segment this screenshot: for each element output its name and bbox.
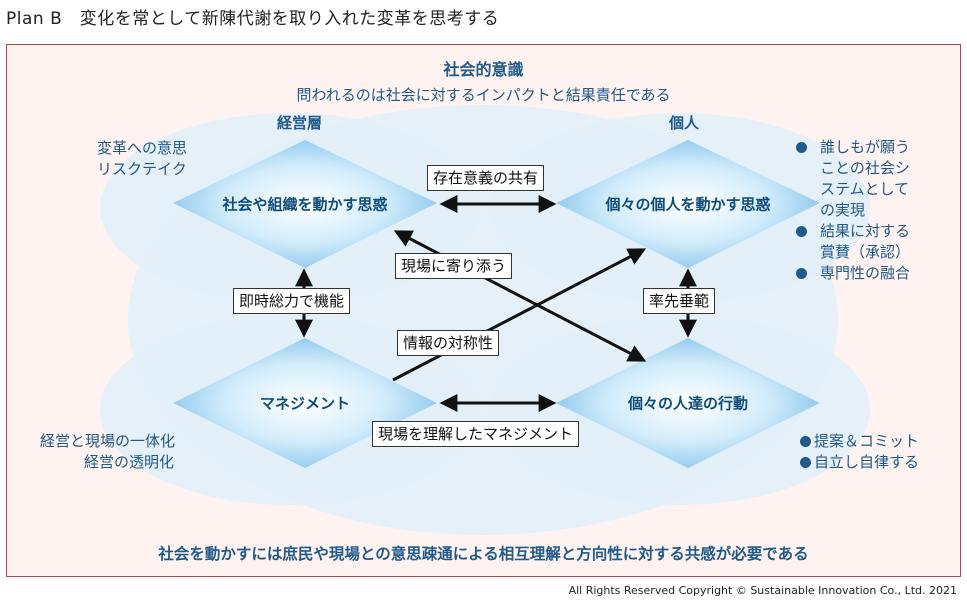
connector-label-diag-down: 現場に寄り添う bbox=[395, 253, 513, 279]
left-bottom-note: 経営の透明化 bbox=[84, 453, 175, 471]
connector-label-top: 存在意義の共有 bbox=[427, 165, 545, 191]
left-top-note: 変革への意思 bbox=[97, 139, 188, 157]
diamond-label-bottom-left: マネジメント bbox=[259, 394, 351, 413]
bullet-dot-icon bbox=[800, 436, 811, 447]
diamond-top-left bbox=[173, 140, 437, 268]
column-label-left: 経営層 bbox=[277, 114, 323, 132]
connector-label-bottom: 現場を理解したマネジメント bbox=[372, 421, 580, 447]
header-title: 社会的意識 bbox=[443, 60, 524, 79]
bullet-dot-icon bbox=[796, 268, 807, 279]
page-title: Plan B 変化を常として新陳代謝を取り入れた変革を思考する bbox=[6, 9, 500, 29]
left-top-note: リスクテイク bbox=[97, 160, 187, 178]
bullet-item: 提案＆コミット bbox=[800, 431, 919, 452]
bullet-item: 誰しもが願う ことの社会シ ステムとして の実現 bbox=[792, 137, 910, 221]
connector-label-right: 率先垂範 bbox=[643, 288, 716, 314]
left-top-notes: 変革への意思 リスクテイク bbox=[97, 138, 187, 180]
header-subtitle: 問われるのは社会に対するインパクトと結果責任である bbox=[296, 86, 671, 104]
connector-label-diag-up: 情報の対称性 bbox=[397, 330, 500, 356]
connector-label-left: 即時総力で機能 bbox=[233, 288, 351, 314]
bullet-item: 結果に対する 賞賛（承認） bbox=[792, 221, 910, 263]
right-top-bullets: 誰しもが願う ことの社会シ ステムとして の実現 結果に対する 賞賛（承認） 専… bbox=[792, 137, 910, 284]
left-bottom-notes: 経営と現場の一体化 経営の透明化 bbox=[40, 431, 175, 473]
bullet-item: 専門性の融合 bbox=[792, 263, 910, 284]
diamond-top-right bbox=[556, 140, 820, 268]
diamond-label-bottom-right: 個々の人達の行動 bbox=[627, 394, 749, 413]
footer-statement: 社会を動かすには庶民や現場との意思疎通による相互理解と方向性に対する共感が必要で… bbox=[158, 545, 809, 563]
bullet-dot-icon bbox=[796, 142, 807, 153]
right-bottom-bullets: 提案＆コミット 自立し自律する bbox=[800, 431, 919, 473]
arrow-diag-up bbox=[392, 248, 647, 382]
bullet-item: 自立し自律する bbox=[800, 452, 919, 473]
diamond-bottom-right bbox=[556, 338, 820, 468]
bullet-dot-icon bbox=[800, 457, 811, 468]
copyright-notice: All Rights Reserved Copyright © Sustaina… bbox=[568, 584, 957, 597]
bullet-dot-icon bbox=[796, 226, 807, 237]
diamond-label-top-left: 社会や組織を動かす思惑 bbox=[222, 195, 388, 214]
diamond-label-top-right: 個々の個人を動かす思惑 bbox=[605, 195, 771, 214]
diamond-bottom-left bbox=[173, 338, 437, 468]
column-label-right: 個人 bbox=[669, 114, 700, 132]
left-bottom-note: 経営と現場の一体化 bbox=[40, 432, 176, 450]
